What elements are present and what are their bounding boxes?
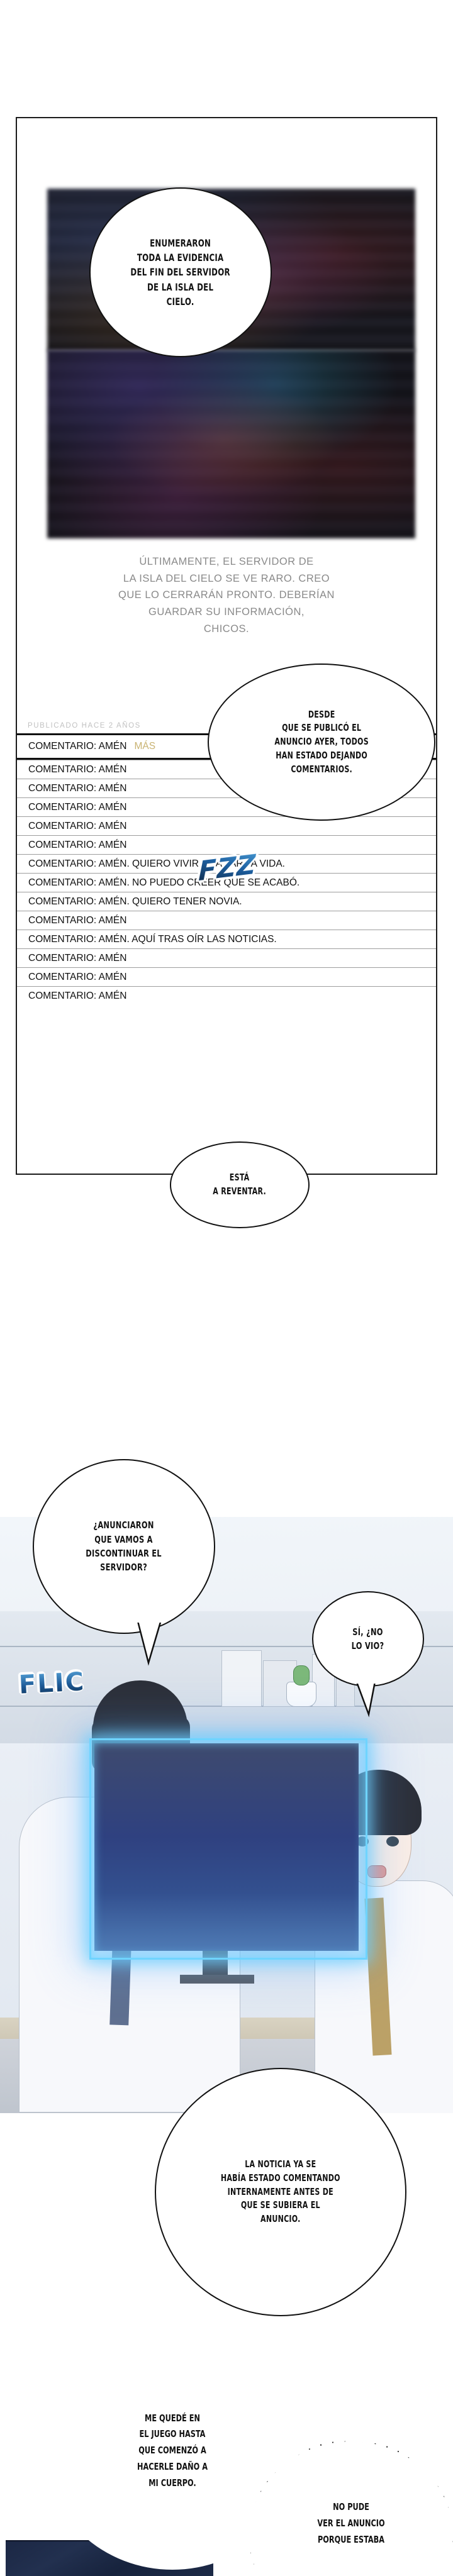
couldnt-see-bubble: NO PUDE VER EL ANUNCIO PORQUE ESTABA <box>249 2441 453 2576</box>
comments-bubble-text: DESDE QUE SE PUBLICÓ EL ANUNCIO AYER, TO… <box>274 708 369 775</box>
posted-timestamp: PUBLICADO HACE 2 AÑOS <box>28 722 141 730</box>
comment-text: COMENTARIO: AMÉN <box>28 764 127 775</box>
comment-text: COMENTARIO: AMÉN. AQUÍ TRAS OÍR LAS NOTI… <box>28 934 277 945</box>
yes-reply-text: SÍ, ¿NO LO VIO? <box>352 1626 384 1652</box>
bursting-bubble: ESTÁ A REVENTAR. <box>170 1141 310 1228</box>
flic-sfx: FLIC <box>18 1667 86 1700</box>
table-row[interactable]: COMENTARIO: AMÉN <box>17 948 436 967</box>
monitor-screen[interactable] <box>94 1743 359 1951</box>
comment-list: COMENTARIO: AMÉN MÁS COMENTARIO: AMÉN COM… <box>17 733 436 1005</box>
comments-bubble: DESDE QUE SE PUBLICÓ EL ANUNCIO AYER, TO… <box>208 663 435 821</box>
table-row[interactable]: COMENTARIO: AMÉN. NO PUEDO CREER QUE SE … <box>17 873 436 892</box>
comment-text: COMENTARIO: AMÉN. QUIERO TENER NOVIA. <box>28 896 242 907</box>
table-row[interactable]: COMENTARIO: AMÉN <box>17 835 436 854</box>
table-row[interactable]: COMENTARIO: AMÉN <box>17 816 436 835</box>
table-row[interactable]: COMENTARIO: AMÉN <box>17 967 436 986</box>
table-row[interactable]: COMENTARIO: AMÉN <box>17 911 436 930</box>
yes-reply-bubble-tail <box>355 1678 376 1718</box>
bursting-bubble-text: ESTÁ A REVENTAR. <box>213 1172 267 1197</box>
shelf-box-a <box>221 1650 262 1707</box>
monitor-base <box>180 1975 254 1984</box>
couldnt-see-text: NO PUDE VER EL ANUNCIO PORQUE ESTABA <box>317 2501 385 2545</box>
discontinue-question-bubble: ¿ANUNCIARON QUE VAMOS A DISCONTINUAR EL … <box>33 1459 215 1634</box>
monitor-glow-frame <box>89 1738 367 1960</box>
yes-reply-bubble: SÍ, ¿NO LO VIO? <box>312 1591 424 1687</box>
cactus-icon <box>293 1665 310 1685</box>
discontinue-bubble-tail <box>136 1616 162 1666</box>
announcement-bubble-text: ENUMERARON TODA LA EVIDENCIA DEL FIN DEL… <box>130 237 231 308</box>
comment-text: COMENTARIO: AMÉN <box>28 840 127 850</box>
comment-text: COMENTARIO: AMÉN. NO PUEDO CREER QUE SE … <box>28 877 300 888</box>
narration-text: ÚLTIMAMENTE, EL SERVIDOR DE LA ISLA DEL … <box>118 556 335 635</box>
office-scene-panel <box>0 1517 453 2113</box>
monitor-stand <box>203 1951 228 1977</box>
cactus-pot <box>286 1682 316 1707</box>
announcement-bubble: ENUMERARON TODA LA EVIDENCIA DEL FIN DEL… <box>89 187 272 357</box>
stayed-in-game-text: ME QUEDÉ EN EL JUEGO HASTA QUE COMENZÓ A… <box>137 2412 208 2489</box>
table-row[interactable]: COMENTARIO: AMÉN <box>17 797 436 816</box>
comment-text: COMENTARIO: AMÉN <box>28 741 127 752</box>
table-row[interactable]: COMENTARIO: AMÉN. QUIERO VIVIR UNA LARGA… <box>17 854 436 873</box>
stayed-in-game-bubble: ME QUEDÉ EN EL JUEGO HASTA QUE COMENZÓ A… <box>45 2332 299 2570</box>
right-character-eye-r <box>386 1836 399 1846</box>
discontinue-question-text: ¿ANUNCIARON QUE VAMOS A DISCONTINUAR EL … <box>86 1519 162 1574</box>
table-row[interactable]: COMENTARIO: AMÉN. QUIERO TENER NOVIA. <box>17 892 436 911</box>
comment-text: COMENTARIO: AMÉN <box>28 972 127 982</box>
comment-text: COMENTARIO: AMÉN. QUIERO VIVIR UNA LARGA… <box>28 858 285 869</box>
table-row[interactable]: COMENTARIO: AMÉN. AQUÍ TRAS OÍR LAS NOTI… <box>17 930 436 948</box>
comment-text: COMENTARIO: AMÉN <box>28 783 127 794</box>
internal-news-bubble: LA NOTICIA YA SE HABÍA ESTADO COMENTANDO… <box>155 2068 406 2316</box>
table-row[interactable]: COMENTARIO: AMÉN <box>17 986 436 1005</box>
comment-text: COMENTARIO: AMÉN <box>28 991 127 1001</box>
comment-text: COMENTARIO: AMÉN <box>28 821 127 831</box>
internal-news-text: LA NOTICIA YA SE HABÍA ESTADO COMENTANDO… <box>221 2158 340 2225</box>
comment-text: COMENTARIO: AMÉN <box>28 915 127 926</box>
more-link[interactable]: MÁS <box>134 741 156 752</box>
comment-text: COMENTARIO: AMÉN <box>28 953 127 963</box>
right-character-mouth <box>367 1865 386 1878</box>
blurred-screenshot-bottom <box>47 350 415 538</box>
shelf-line-1 <box>0 1646 453 1647</box>
comment-text: COMENTARIO: AMÉN <box>28 802 127 813</box>
